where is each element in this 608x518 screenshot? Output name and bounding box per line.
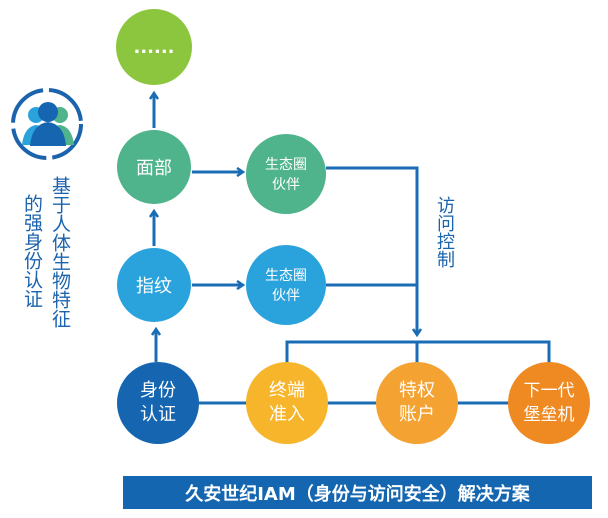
node-fingerprint: 指纹 [117,248,191,322]
node-more: ...... [116,9,192,85]
node-privileged-account: 特权账户 [376,362,458,444]
node-face: 面部 [117,130,191,204]
node-ecosystem-partner-2: 生态圈伙伴 [246,245,326,325]
node-identity-auth: 身份认证 [117,362,199,444]
side-label-col1: 基于人体生物特征 [49,176,71,328]
solution-banner: 久安世纪IAM（身份与访问安全）解决方案 [123,476,592,509]
side-label-col2: 的强身份认证 [21,194,43,308]
node-terminal-access: 终端准入 [246,362,328,444]
access-control-label: 访问控制 [434,196,455,268]
node-ecosystem-partner-1: 生态圈伙伴 [246,134,326,214]
node-bastion-host: 下一代堡垒机 [508,362,590,444]
user-group-icon [11,88,83,160]
